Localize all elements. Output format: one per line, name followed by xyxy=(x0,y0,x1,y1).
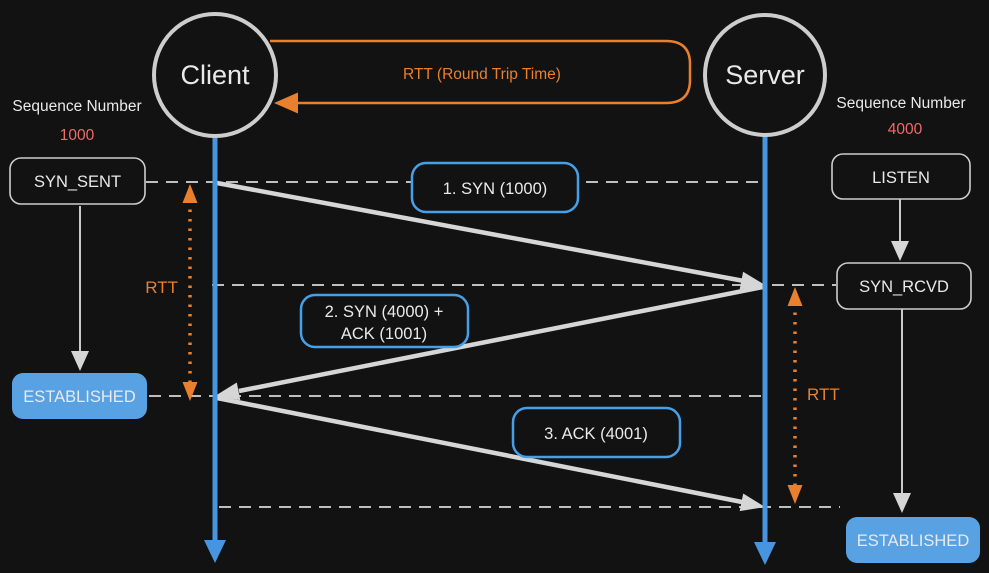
state-label-established-server: ESTABLISHED xyxy=(857,532,970,550)
message-label-box-ack xyxy=(511,406,682,459)
state-box-syn-rcvd xyxy=(836,262,972,310)
rtt-span-server-up-arrowhead-icon xyxy=(787,287,803,306)
message-arrow-synack xyxy=(238,284,764,394)
state-box-established-client xyxy=(12,373,147,419)
rtt-span-client-down-arrowhead-icon xyxy=(182,382,198,401)
server-lifeline-arrowhead-icon xyxy=(754,542,776,565)
client-lifeline-arrowhead-icon xyxy=(204,540,226,563)
message-label-synack-line1: 2. SYN (4000) + xyxy=(325,303,444,321)
server-label: Server xyxy=(725,60,805,90)
server-sequence-value: 4000 xyxy=(888,121,923,138)
server-circle xyxy=(703,13,827,137)
message-arrow-syn xyxy=(216,180,745,284)
client-sequence-caption: Sequence Number xyxy=(12,98,141,115)
state-label-syn-rcvd: SYN_RCVD xyxy=(859,278,949,296)
rtt-loop-arrow xyxy=(270,39,692,105)
message-label-syn: 1. SYN (1000) xyxy=(443,180,548,198)
rtt-span-server-label: RTT xyxy=(807,385,840,404)
message-arrowhead-synack xyxy=(215,382,241,401)
state-label-established-client: ESTABLISHED xyxy=(23,388,136,406)
message-arrowhead-syn xyxy=(739,271,765,290)
client-sequence-value: 1000 xyxy=(60,127,95,144)
rtt-loop-arrowhead-icon xyxy=(274,92,298,114)
server-sequence-caption: Sequence Number xyxy=(836,95,965,112)
message-arrow-ack xyxy=(216,395,743,505)
message-label-box-synack xyxy=(299,293,470,349)
message-label-synack-line2: ACK (1001) xyxy=(341,325,427,343)
state-box-established-server xyxy=(846,517,980,563)
rtt-span-server-down-arrowhead-icon xyxy=(787,485,803,504)
server-state-transition-arrowhead-1-icon xyxy=(891,241,909,261)
client-state-transition-arrowhead-icon xyxy=(71,351,89,371)
client-label: Client xyxy=(180,60,250,90)
rtt-loop-label: RTT (Round Trip Time) xyxy=(403,66,561,83)
state-box-syn-sent xyxy=(9,157,146,205)
state-label-syn-sent: SYN_SENT xyxy=(34,173,121,191)
message-label-box-syn xyxy=(410,161,580,214)
client-circle xyxy=(152,12,278,138)
message-arrowhead-ack xyxy=(739,493,765,512)
server-state-transition-arrowhead-2-icon xyxy=(893,493,911,513)
state-label-listen: LISTEN xyxy=(872,169,930,187)
message-label-ack: 3. ACK (4001) xyxy=(544,425,648,443)
rtt-span-client-up-arrowhead-icon xyxy=(182,184,198,203)
rtt-span-client-label: RTT xyxy=(145,278,178,297)
